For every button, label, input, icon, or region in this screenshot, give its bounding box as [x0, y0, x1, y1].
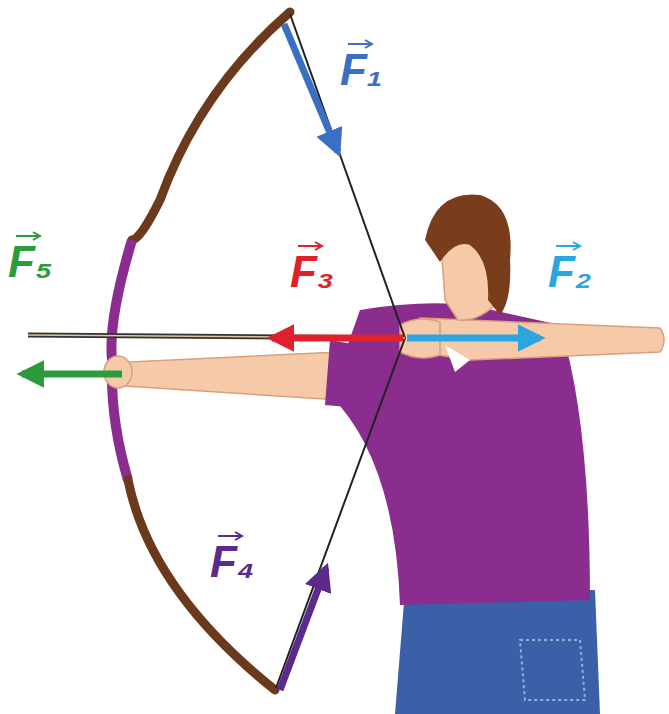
vector-overarrow [218, 532, 242, 540]
bow-limb [128, 480, 275, 690]
jeans [395, 590, 600, 714]
force-label: F₁ [340, 48, 382, 92]
vector-overarrow [298, 242, 322, 250]
force-vector [22, 371, 122, 378]
force-label: F₃ [290, 250, 334, 294]
force-vector [280, 568, 326, 690]
force-label: F₂ [548, 250, 592, 294]
vector-overarrow [556, 242, 580, 250]
force-vector [272, 335, 403, 342]
arrow-shaft [28, 335, 405, 338]
vector-overarrow [16, 232, 40, 240]
force-vector [407, 335, 540, 342]
force-label: F₅ [8, 240, 52, 284]
hair [425, 195, 511, 315]
vector-overarrow [348, 40, 372, 48]
bow-string [276, 14, 405, 688]
force-vector [284, 24, 338, 152]
bow-limb [132, 12, 290, 240]
left-arm [118, 352, 340, 400]
force-label: F₄ [210, 540, 255, 584]
